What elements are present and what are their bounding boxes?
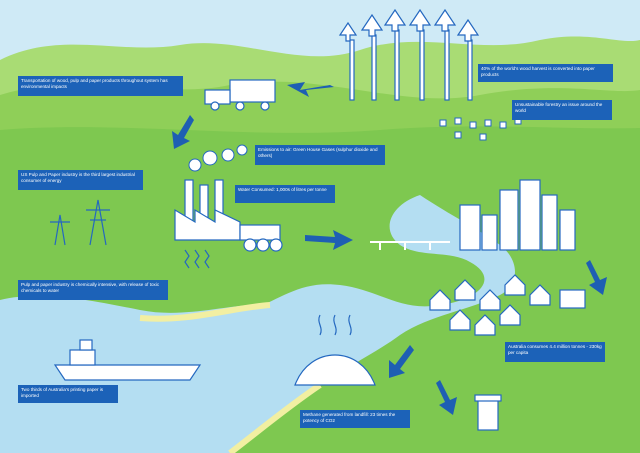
smoke-icon bbox=[188, 144, 248, 172]
river bbox=[0, 195, 515, 453]
city-icon bbox=[459, 179, 576, 251]
forest-icon bbox=[338, 8, 480, 101]
label-wood-harvest: 40% of the world's wood harvest is conve… bbox=[478, 64, 613, 82]
ship-icon bbox=[53, 339, 202, 381]
recycle-bin-icon bbox=[474, 394, 502, 431]
label-transport: Transportation of wood, pulp and paper p… bbox=[18, 76, 183, 96]
bridge-icon bbox=[370, 241, 450, 250]
truck-icon bbox=[204, 79, 276, 111]
landfill-icon bbox=[294, 314, 376, 386]
shore-sand-lower bbox=[228, 382, 322, 453]
toxic-discharge-icon bbox=[184, 249, 210, 269]
label-toxic: Pulp and paper industry is chemically in… bbox=[18, 280, 168, 300]
label-emissions: Emissions to air: Green House Gases (sul… bbox=[255, 145, 385, 165]
factory-icon bbox=[174, 179, 283, 252]
houses-icon bbox=[429, 274, 586, 336]
power-pylon-icon bbox=[50, 199, 110, 246]
label-imported: Two thirds of Australia's printing paper… bbox=[18, 385, 118, 403]
shore-sand bbox=[139, 302, 271, 322]
label-energy: US Pulp and Paper industry is the third … bbox=[18, 170, 143, 190]
label-water: Water Consumed: 1,000s of litres per ton… bbox=[235, 185, 335, 203]
stumps-icon bbox=[439, 117, 522, 141]
label-unsustainable-forestry: Unsustainable forestry an issue around t… bbox=[512, 100, 612, 120]
label-methane: Methane generated from landfill: 23 time… bbox=[300, 410, 410, 428]
arrow-icon bbox=[172, 82, 607, 415]
label-consumption: Australia consumes 4.4 million tonnes - … bbox=[505, 342, 605, 362]
